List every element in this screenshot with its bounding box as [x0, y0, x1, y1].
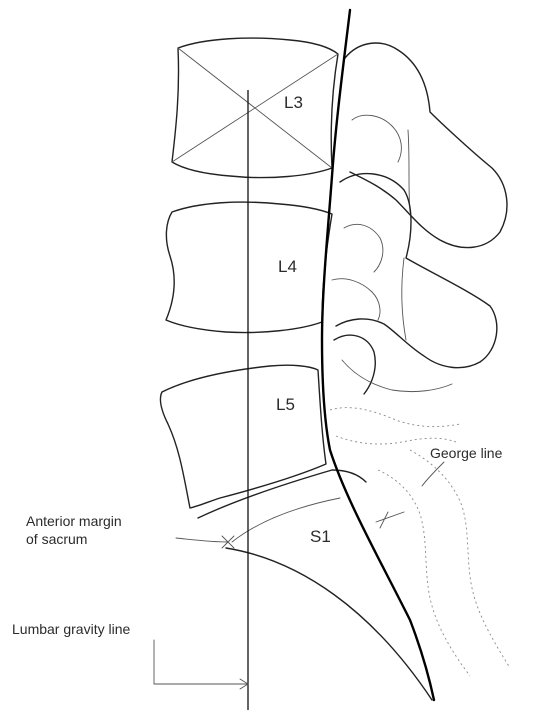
label-lumbar-gravity-line: Lumbar gravity line: [12, 621, 130, 637]
label-l5: L5: [276, 395, 295, 414]
label-l4: L4: [278, 257, 297, 276]
label-anterior-margin-2: of sacrum: [26, 531, 87, 547]
l5-vertebral-body: [160, 365, 326, 508]
label-l3: L3: [284, 93, 303, 112]
sacrum: [198, 450, 510, 700]
l3-posterior-elements: [345, 43, 507, 248]
label-anterior-margin-1: Anterior margin: [26, 513, 122, 529]
label-george-line: George line: [430, 445, 503, 461]
l4-vertebral-body: [166, 202, 332, 332]
l3-vertebral-body: [172, 38, 338, 178]
anterior-margin-leader: [176, 538, 228, 542]
label-s1: S1: [310, 527, 331, 546]
l4-posterior-elements: [332, 174, 497, 368]
lumbar-gravity-leader: [154, 640, 248, 684]
posterior-vertebral-line: [322, 10, 434, 700]
l5-posterior-elements: [330, 335, 460, 444]
